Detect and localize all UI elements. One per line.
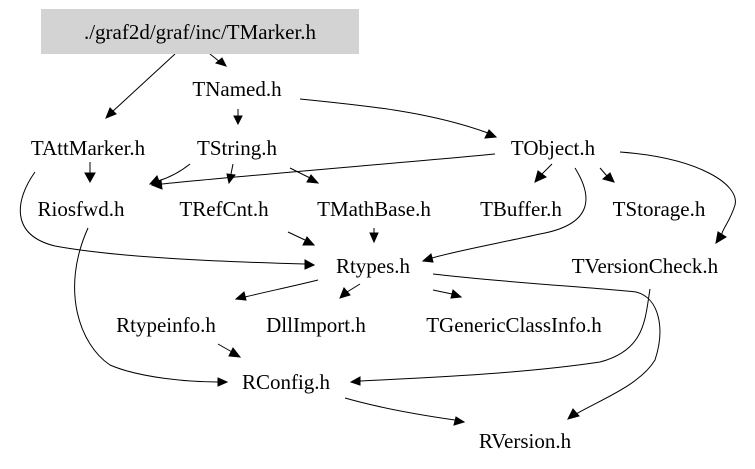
node-tversioncheck[interactable]: TVersionCheck.h	[572, 254, 719, 278]
tgenericclassinfo-label: TGenericClassInfo.h	[426, 313, 602, 337]
rconfig-label: RConfig.h	[242, 370, 331, 394]
tversioncheck-label: TVersionCheck.h	[572, 254, 719, 278]
tobject-label: TObject.h	[511, 136, 596, 160]
edges	[19, 53, 736, 426]
rtypes-label: Rtypes.h	[336, 254, 411, 278]
nodes: ./graf2d/graf/inc/TMarker.h TNamed.h TAt…	[31, 9, 719, 453]
node-rtypes[interactable]: Rtypes.h	[336, 254, 411, 278]
node-tattmarker[interactable]: TAttMarker.h	[31, 136, 146, 160]
edge-tversioncheck-to-rconfig	[349, 288, 651, 386]
rversion-label: RVersion.h	[479, 429, 572, 453]
node-riosfwd[interactable]: Riosfwd.h	[38, 197, 125, 221]
root-node-box	[41, 9, 359, 54]
node-tnamed[interactable]: TNamed.h	[192, 77, 282, 101]
node-rconfig[interactable]: RConfig.h	[242, 370, 331, 394]
edge-trefcnt-to-rtypes	[287, 231, 316, 246]
edge-tobject-to-riosfwd	[150, 153, 496, 190]
node-dllimport[interactable]: DllImport.h	[266, 313, 366, 337]
node-tstring[interactable]: TString.h	[197, 136, 277, 160]
node-tmathbase[interactable]: TMathBase.h	[317, 197, 431, 221]
tnamed-label: TNamed.h	[192, 77, 282, 101]
tstring-label: TString.h	[197, 136, 277, 160]
node-tbuffer[interactable]: TBuffer.h	[480, 197, 562, 221]
node-tgenericclassinfo[interactable]: TGenericClassInfo.h	[426, 313, 602, 337]
tstorage-label: TStorage.h	[613, 197, 706, 221]
edge-tobject-to-tstorage	[599, 167, 615, 183]
riosfwd-label: Riosfwd.h	[38, 197, 125, 221]
edge-rtypeinfo-to-rconfig	[217, 343, 242, 358]
node-rversion[interactable]: RVersion.h	[479, 429, 572, 453]
edge-tnamed-to-tstring	[233, 109, 243, 126]
edge-tobject-to-tbuffer	[534, 163, 553, 183]
tattmarker-label: TAttMarker.h	[31, 136, 146, 160]
edge-tmathbase-to-rtypes	[369, 228, 379, 244]
edge-tobject-to-rtypes	[421, 167, 587, 263]
tmathbase-label: TMathBase.h	[317, 197, 431, 221]
edge-tattmarker-to-rtypes	[19, 171, 316, 270]
edge-rtypes-to-rversion	[432, 273, 661, 420]
node-tmarker-root[interactable]: ./graf2d/graf/inc/TMarker.h	[41, 9, 359, 54]
edge-rtypes-to-tgenericclassinfo	[432, 289, 463, 299]
edge-root-to-tattmarker	[105, 53, 176, 119]
edge-tstring-to-trefcnt	[226, 163, 236, 185]
edge-rtypes-to-dllimport	[339, 283, 361, 299]
edge-tattmarker-to-riosfwd	[84, 162, 96, 184]
node-tstorage[interactable]: TStorage.h	[613, 197, 706, 221]
edge-tstring-to-riosfwd	[148, 163, 191, 185]
edge-rconfig-to-rversion	[344, 397, 466, 426]
edge-rtypes-to-rtypeinfo	[234, 279, 319, 301]
tbuffer-label: TBuffer.h	[480, 197, 562, 221]
trefcnt-label: TRefCnt.h	[179, 197, 269, 221]
node-rtypeinfo[interactable]: Rtypeinfo.h	[116, 313, 216, 337]
edge-tobject-to-tversioncheck	[619, 151, 736, 244]
dllimport-label: DllImport.h	[266, 313, 366, 337]
rtypeinfo-label: Rtypeinfo.h	[116, 313, 216, 337]
edge-root-to-tnamed	[209, 53, 227, 67]
node-trefcnt[interactable]: TRefCnt.h	[179, 197, 269, 221]
edge-riosfwd-to-rconfig	[74, 227, 229, 387]
edge-tstring-to-tmathbase	[289, 167, 320, 184]
node-tobject[interactable]: TObject.h	[511, 136, 596, 160]
edge-tnamed-to-tobject	[299, 98, 498, 139]
root-node-label: ./graf2d/graf/inc/TMarker.h	[84, 20, 317, 44]
